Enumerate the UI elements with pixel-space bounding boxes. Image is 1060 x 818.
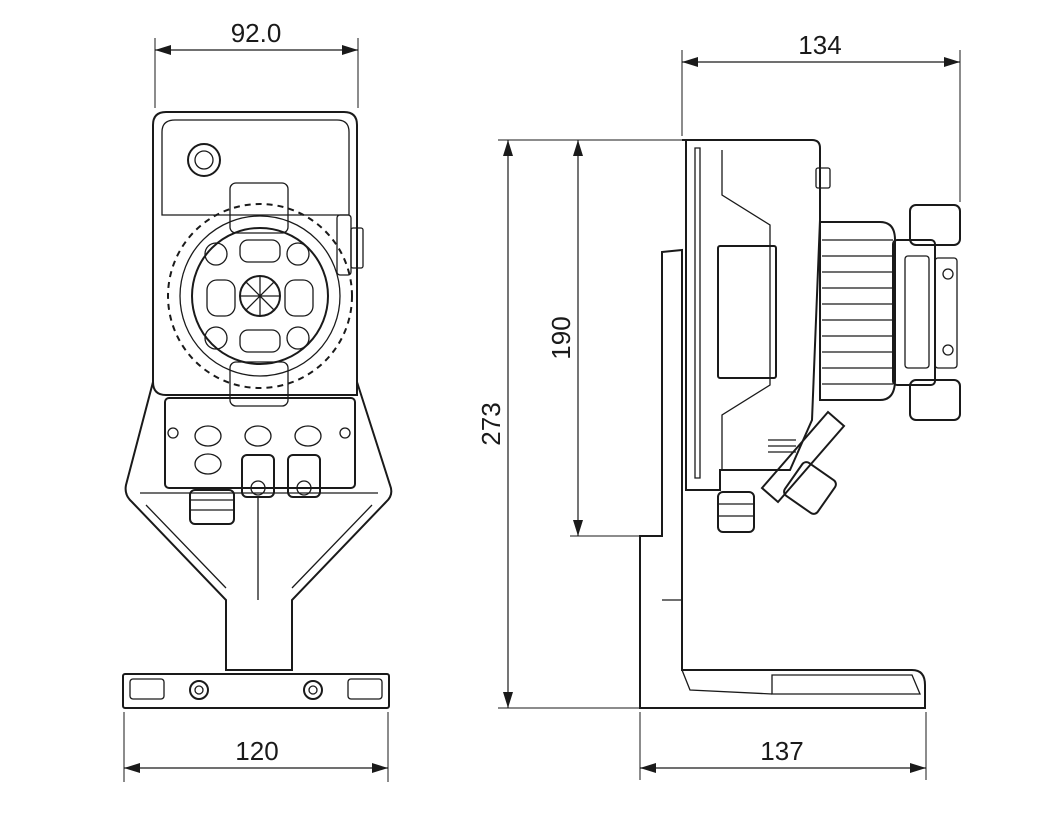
- dim-label-134: 134: [798, 30, 841, 60]
- dim-label-92: 92.0: [231, 18, 282, 48]
- dimension-front-top: 92.0: [154, 18, 359, 108]
- front-view: [122, 111, 393, 709]
- dimension-height-body: 190: [546, 140, 662, 537]
- dimension-side-top: 134: [681, 30, 961, 202]
- dimension-front-base: 120: [123, 712, 389, 782]
- dimension-height-total: 273: [476, 139, 682, 709]
- side-view: [639, 139, 961, 709]
- dimension-side-base: 137: [639, 712, 927, 780]
- dim-label-273: 273: [476, 402, 506, 445]
- dim-label-190: 190: [546, 316, 576, 359]
- dim-label-120: 120: [235, 736, 278, 766]
- dim-label-137: 137: [760, 736, 803, 766]
